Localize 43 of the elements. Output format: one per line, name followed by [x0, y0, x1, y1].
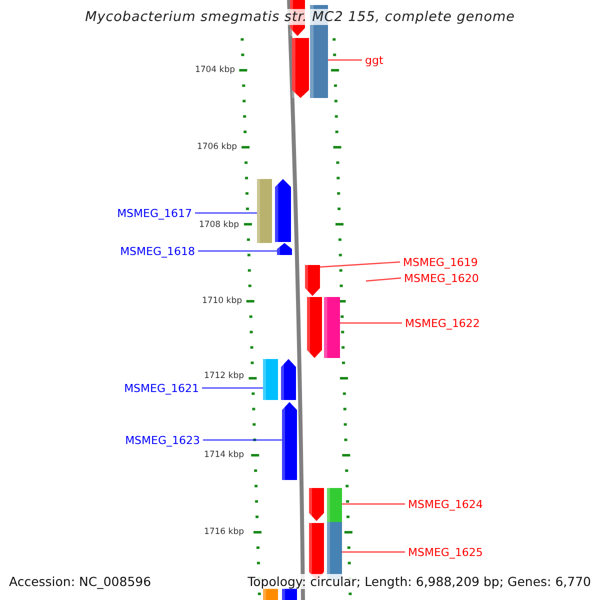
scale-label: 1706 kbp — [196, 142, 237, 152]
gene-feature — [263, 359, 278, 400]
info-text: Accession: NC_008596 — [9, 574, 152, 589]
gene-label: MSMEG_1617 — [117, 206, 192, 220]
title: Mycobacterium smegmatis str. MC2 155, complete genome — [85, 9, 515, 25]
leader-line — [366, 277, 402, 282]
leader-line — [342, 551, 405, 553]
gene-feature — [263, 588, 278, 600]
gene-feature — [257, 179, 272, 243]
gene-feature — [292, 38, 309, 98]
gene-label: MSMEG_1624 — [408, 498, 483, 510]
leader-line — [328, 59, 362, 61]
gene-label: MSMEG_1621 — [124, 382, 199, 394]
scale-label: 1712 kbp — [204, 370, 244, 382]
gene-label: MSMEG_1618 — [120, 244, 195, 258]
gene-feature — [324, 297, 340, 358]
gene-label: MSMEG_1620 — [404, 272, 479, 284]
scale-label: 1710 kbp — [202, 296, 242, 306]
gene-label: ggt — [365, 54, 384, 66]
leader-line — [203, 439, 282, 441]
gene-label: MSMEG_1625 — [408, 546, 483, 558]
leader-line — [198, 250, 277, 252]
gene-feature — [309, 488, 324, 521]
scale-label: 1704 kbp — [194, 64, 235, 76]
leader-line — [342, 503, 405, 505]
scale-label: 1714 kbp — [204, 450, 244, 460]
info-text: Topology: circular; Length: 6,988,209 bp; Genes: 6,770 — [248, 574, 591, 589]
gene-feature — [277, 243, 292, 255]
leader-line — [202, 387, 263, 389]
gene-feature — [281, 359, 296, 400]
gene-label: MSMEG_1622 — [405, 316, 480, 330]
gene-feature — [282, 588, 297, 600]
leader-line — [340, 322, 402, 324]
leader-line — [320, 261, 400, 268]
scale-label: 1716 kbp — [204, 526, 244, 538]
scale-label: 1708 kbp — [198, 220, 239, 230]
gene-label: MSMEG_1619 — [403, 256, 478, 268]
leader-line — [195, 212, 257, 214]
gene-label: MSMEG_1623 — [125, 434, 200, 446]
gene-feature — [307, 297, 322, 358]
gene-feature — [282, 402, 297, 480]
gene-feature — [305, 265, 320, 296]
gene-feature — [327, 488, 342, 522]
